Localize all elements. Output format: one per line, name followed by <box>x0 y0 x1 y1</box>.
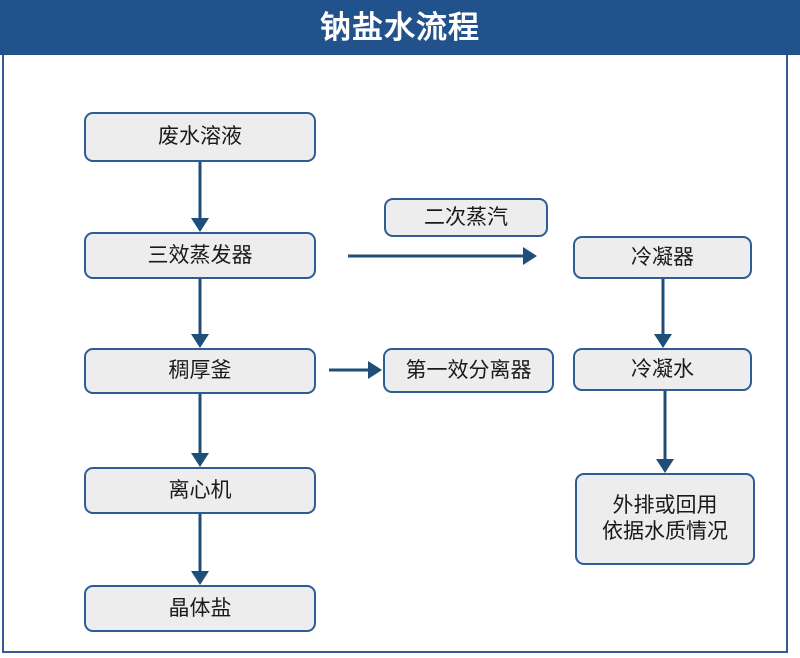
arrow-condensate-to-discharge-reuse <box>655 391 675 473</box>
arrow-triple-effect-to-thickener <box>190 279 210 348</box>
arrow-thickener-to-centrifuge <box>190 394 210 467</box>
page-title: 钠盐水流程 <box>320 10 480 45</box>
node-wastewater[interactable]: 废水溶液 <box>84 112 316 162</box>
node-discharge-or-reuse[interactable]: 外排或回用 依据水质情况 <box>575 473 755 565</box>
title-bar: 钠盐水流程 <box>0 0 800 55</box>
arrow-wastewater-to-triple-effect <box>190 162 210 232</box>
arrow-condenser-to-condensate <box>653 279 673 348</box>
node-centrifuge[interactable]: 离心机 <box>84 467 316 514</box>
arrow-thickener-to-first-separator <box>329 360 382 380</box>
arrow-centrifuge-to-crystal-salt <box>190 514 210 585</box>
arrow-triple-effect-to-condenser <box>348 246 537 266</box>
node-secondary-steam[interactable]: 二次蒸汽 <box>384 198 548 237</box>
node-triple-effect-evaporator[interactable]: 三效蒸发器 <box>84 232 316 279</box>
node-first-effect-separator[interactable]: 第一效分离器 <box>383 348 554 393</box>
node-thickener-kettle[interactable]: 稠厚釜 <box>84 348 316 394</box>
node-condensate[interactable]: 冷凝水 <box>573 348 752 391</box>
node-condenser[interactable]: 冷凝器 <box>573 236 752 279</box>
node-crystal-salt[interactable]: 晶体盐 <box>84 585 316 632</box>
